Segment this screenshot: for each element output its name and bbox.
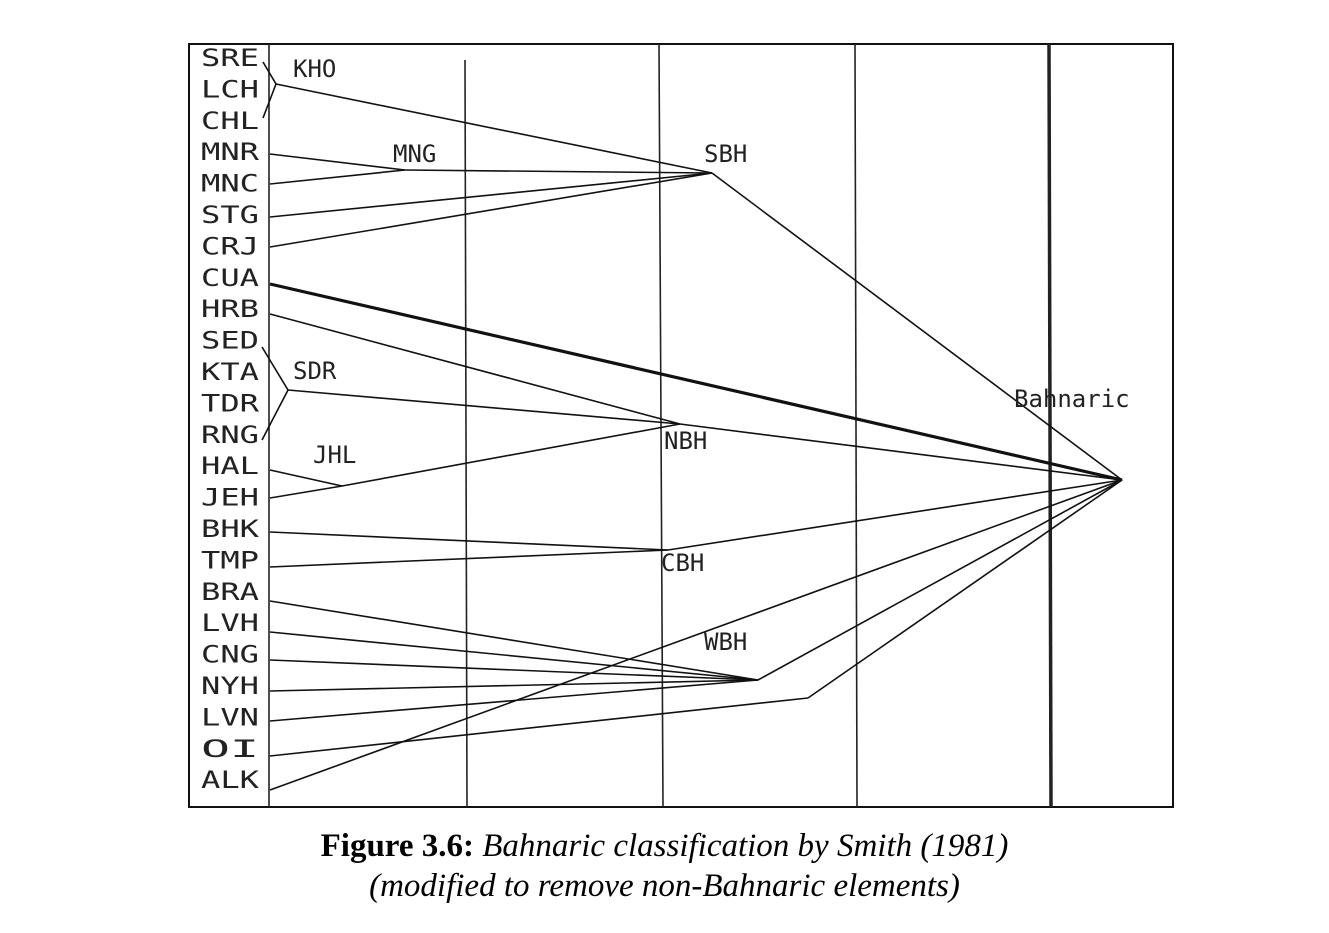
grid-line-4 <box>854 43 858 808</box>
leaf-label-crj: CRJ <box>201 232 259 260</box>
edge-nbh-root <box>679 423 1123 481</box>
node-label-jhl: JHL <box>313 441 356 469</box>
node-label-root: Bahnaric <box>1014 385 1130 413</box>
edge-bhk-cbh <box>269 531 669 551</box>
leaf-label-lvn: LVN <box>201 703 259 731</box>
leaf-label-alk: ALK <box>201 766 260 794</box>
edge-jeh-jhl <box>269 485 343 499</box>
edge-sdr-nbh <box>287 389 681 425</box>
edge-mnr-mng <box>269 153 406 171</box>
caption-subtitle: (modified to remove non-Bahnaric element… <box>369 868 960 904</box>
leaf-label-tmp: TMP <box>201 546 259 574</box>
edge-bra-wbh <box>269 600 759 681</box>
leaf-label-hal: HAL <box>201 452 259 480</box>
leaf-label-cua: CUA <box>201 264 260 292</box>
node-label-wbh: WBH <box>704 628 747 656</box>
edge-crj-sbh <box>269 172 713 248</box>
node-label-cbh: CBH <box>661 549 704 577</box>
edge-cua-root <box>269 282 1123 482</box>
leaf-label-hrb: HRB <box>201 295 259 323</box>
leaf-label-mnr: MNR <box>201 138 260 166</box>
edge-oibranch-root <box>807 479 1123 699</box>
leaf-label-lvh: LVH <box>201 609 259 637</box>
leaf-label-bhk: BHK <box>201 515 260 543</box>
edge-tmp-cbh <box>269 549 669 568</box>
edge-hrb-nbh <box>269 313 681 425</box>
node-label-mng: MNG <box>393 140 436 168</box>
edge-kho-sbh <box>275 83 713 174</box>
sdr-bracket <box>261 346 289 441</box>
tree-edges <box>269 83 1123 791</box>
edge-oi-oibranch <box>269 697 809 757</box>
diagram-frame <box>188 43 1174 808</box>
edge-mnc-mng <box>269 169 406 185</box>
leaf-label-stg: STG <box>201 201 259 229</box>
leaf-label-kta: KTA <box>201 358 260 386</box>
node-label-kho: KHO <box>293 55 336 83</box>
caption-label: Figure 3.6: <box>320 828 474 864</box>
edge-jhl-nbh <box>341 423 681 487</box>
leaf-labels: SRE LCH CHL MNR MNC STG CRJ CUA HRB SED KTA TDR RNG H… <box>201 44 260 794</box>
leaf-label-chl: CHL <box>201 107 259 135</box>
edge-cbh-root <box>667 479 1123 551</box>
node-label-sbh: SBH <box>704 140 747 168</box>
grid-line-2 <box>464 59 468 808</box>
leaf-label-cng: CNG <box>201 641 259 669</box>
leaf-label-nyh: NYH <box>201 672 259 700</box>
leaf-label-lch: LCH <box>201 75 259 103</box>
leaf-label-sre: SRE <box>201 44 259 72</box>
edge-stg-sbh <box>269 172 713 218</box>
edge-sbh-root <box>711 172 1123 481</box>
leaf-label-rng: RNG <box>201 421 259 449</box>
edge-cng-wbh <box>269 659 759 681</box>
leaf-label-bra: BRA <box>201 578 260 606</box>
figure-caption: Figure 3.6: Bahnaric classification by S… <box>0 826 1329 906</box>
edge-wbh-root <box>757 479 1123 681</box>
edge-mng-sbh <box>404 169 713 174</box>
caption-line-1: Figure 3.6: Bahnaric classification by S… <box>0 826 1329 866</box>
edge-nyh-wbh <box>269 679 759 692</box>
leaf-label-oi: OI <box>201 735 259 763</box>
edge-lvh-wbh <box>269 631 759 681</box>
node-label-sdr: SDR <box>293 357 337 385</box>
leaf-label-tdr: TDR <box>201 389 260 417</box>
leaf-label-mnc: MNC <box>201 170 259 198</box>
leaf-label-jeh: JEH <box>201 484 259 512</box>
leaf-label-sed: SED <box>201 327 259 355</box>
grid-line-3 <box>658 43 664 808</box>
edge-alk-root <box>269 479 1123 791</box>
caption-title: Bahnaric classification by Smith (1981) <box>482 828 1009 864</box>
node-label-nbh: NBH <box>664 427 707 455</box>
edge-hal-jhl <box>269 469 343 487</box>
